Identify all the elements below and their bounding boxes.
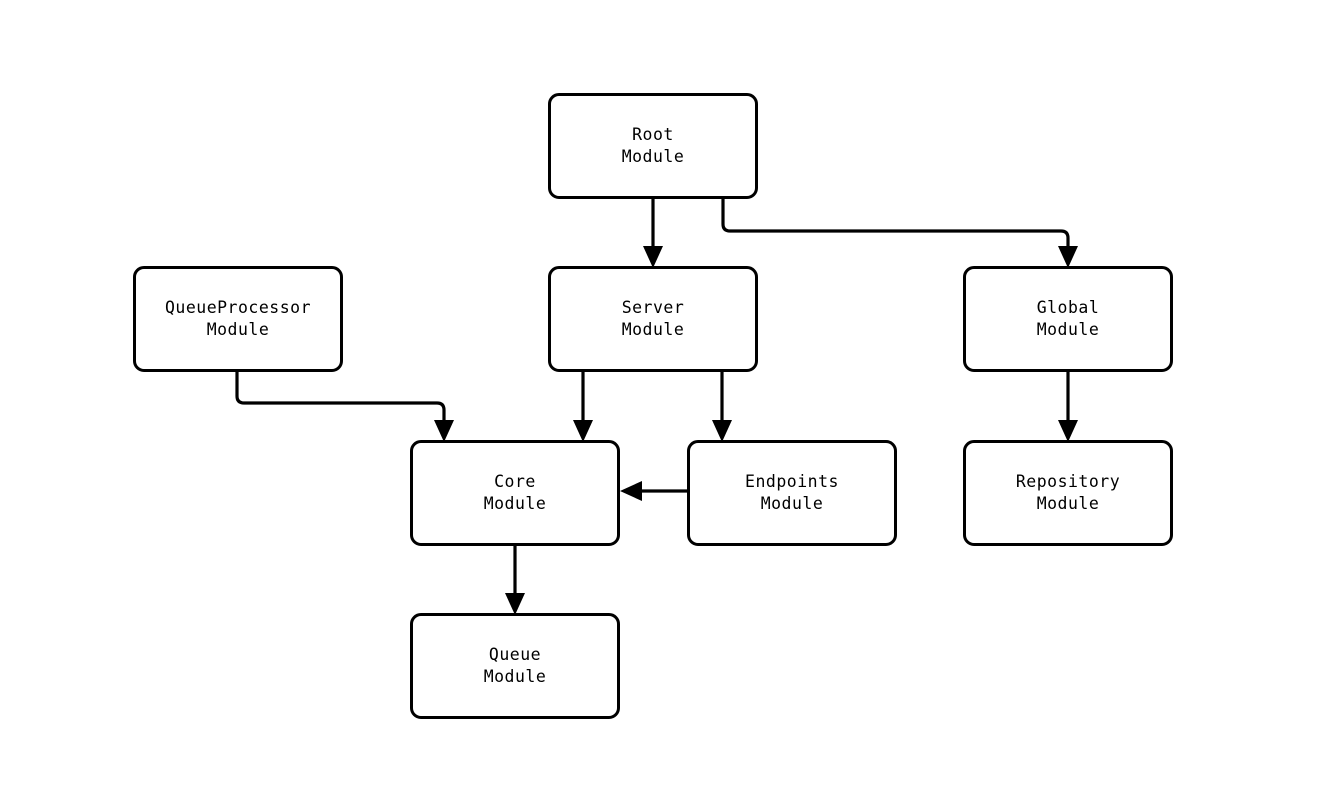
edge-server-to-endpoints bbox=[712, 372, 732, 442]
edge-core-to-queue bbox=[505, 546, 525, 615]
edge-server-to-core bbox=[573, 372, 593, 442]
node-core[interactable]: Core Module bbox=[410, 440, 620, 546]
node-repository[interactable]: Repository Module bbox=[963, 440, 1173, 546]
node-queueprocessor-label: QueueProcessor Module bbox=[164, 298, 312, 339]
node-root[interactable]: Root Module bbox=[548, 93, 758, 199]
node-endpoints[interactable]: Endpoints Module bbox=[687, 440, 897, 546]
node-core-label: Core Module bbox=[483, 472, 547, 513]
edge-global-to-repository bbox=[1058, 372, 1078, 442]
edge-queueprocessor-to-core bbox=[235, 372, 454, 442]
edge-endpoints-to-core bbox=[620, 481, 687, 501]
node-root-label: Root Module bbox=[621, 125, 685, 166]
node-server-label: Server Module bbox=[621, 298, 685, 339]
node-global[interactable]: Global Module bbox=[963, 266, 1173, 372]
edge-root-to-server bbox=[643, 199, 663, 268]
node-queue-label: Queue Module bbox=[483, 645, 547, 686]
edge-root-to-global bbox=[721, 199, 1078, 268]
node-queueprocessor[interactable]: QueueProcessor Module bbox=[133, 266, 343, 372]
node-global-label: Global Module bbox=[1036, 298, 1100, 339]
node-server[interactable]: Server Module bbox=[548, 266, 758, 372]
node-repository-label: Repository Module bbox=[1015, 472, 1121, 513]
node-queue[interactable]: Queue Module bbox=[410, 613, 620, 719]
node-endpoints-label: Endpoints Module bbox=[745, 472, 839, 513]
